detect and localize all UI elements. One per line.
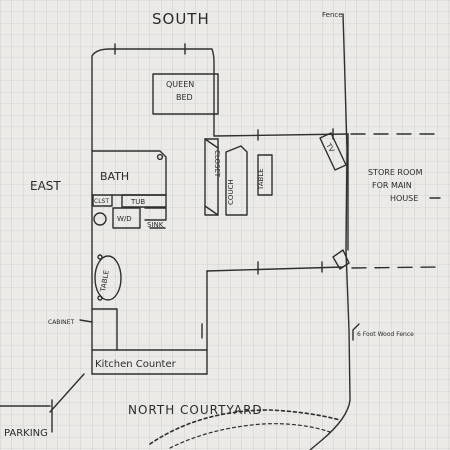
kitchen-table	[94, 255, 122, 301]
kitchen-counter-label: Kitchen Counter	[95, 359, 177, 370]
bath-label: BATH	[100, 170, 129, 183]
couch	[225, 145, 248, 216]
corner-cabinet	[332, 249, 350, 270]
fence-top-label: Fence	[322, 11, 343, 19]
courtyard-path-2	[169, 423, 331, 449]
east-label: EAST	[30, 179, 61, 193]
store-room-label-2: FOR MAIN	[372, 181, 412, 190]
parking-label: PARKING	[4, 428, 48, 439]
cabinet-box	[91, 308, 118, 351]
south-window-marks	[114, 43, 186, 55]
store-room-label-3: HOUSE	[390, 194, 418, 203]
couch-label: COUCH	[227, 179, 235, 205]
room-table	[257, 154, 273, 196]
lower-room-wall	[206, 266, 344, 272]
cabinet-label: CABINET	[48, 319, 74, 326]
closet	[204, 138, 219, 216]
queen-bed-label-1: QUEEN	[166, 80, 194, 89]
closet-label: CLOSET	[213, 150, 221, 178]
small-closet-box	[92, 194, 113, 207]
chair-dot-2	[97, 295, 103, 301]
bath-fixture-dot	[156, 153, 164, 161]
sink-counter	[144, 207, 167, 221]
room-table-label: TABLE	[257, 168, 265, 191]
chair-dot-1	[97, 254, 103, 260]
queen-bed-label-2: BED	[176, 93, 193, 102]
store-room-lower-dash	[351, 266, 441, 269]
kitchen-table-label: TABLE	[99, 270, 111, 294]
tv-stand	[319, 132, 347, 171]
fence-line	[309, 13, 351, 450]
fence-leader	[352, 323, 360, 341]
upper-room-wall	[213, 133, 349, 137]
cabinet-leader	[79, 319, 93, 323]
lower-window-marks	[257, 261, 323, 275]
sink-label: SINK	[147, 221, 164, 229]
closet-hatch	[204, 138, 219, 216]
wood-fence-label: 6 Foot Wood Fence	[357, 331, 414, 338]
south-wall	[91, 48, 215, 137]
store-room-label-1: STORE ROOM	[368, 168, 423, 177]
courtyard-path	[149, 409, 341, 445]
parking-gate	[49, 373, 85, 413]
tub-label: TUB	[130, 198, 145, 206]
tub	[121, 194, 167, 208]
north-courtyard-label: NORTH COURTYARD	[128, 403, 263, 417]
south-label: SOUTH	[152, 10, 210, 28]
toilet	[93, 212, 107, 226]
closet-small-label: CLST	[94, 198, 109, 205]
washer-dryer	[112, 207, 141, 229]
queen-bed	[152, 73, 219, 115]
wd-label: W/D	[117, 215, 132, 223]
